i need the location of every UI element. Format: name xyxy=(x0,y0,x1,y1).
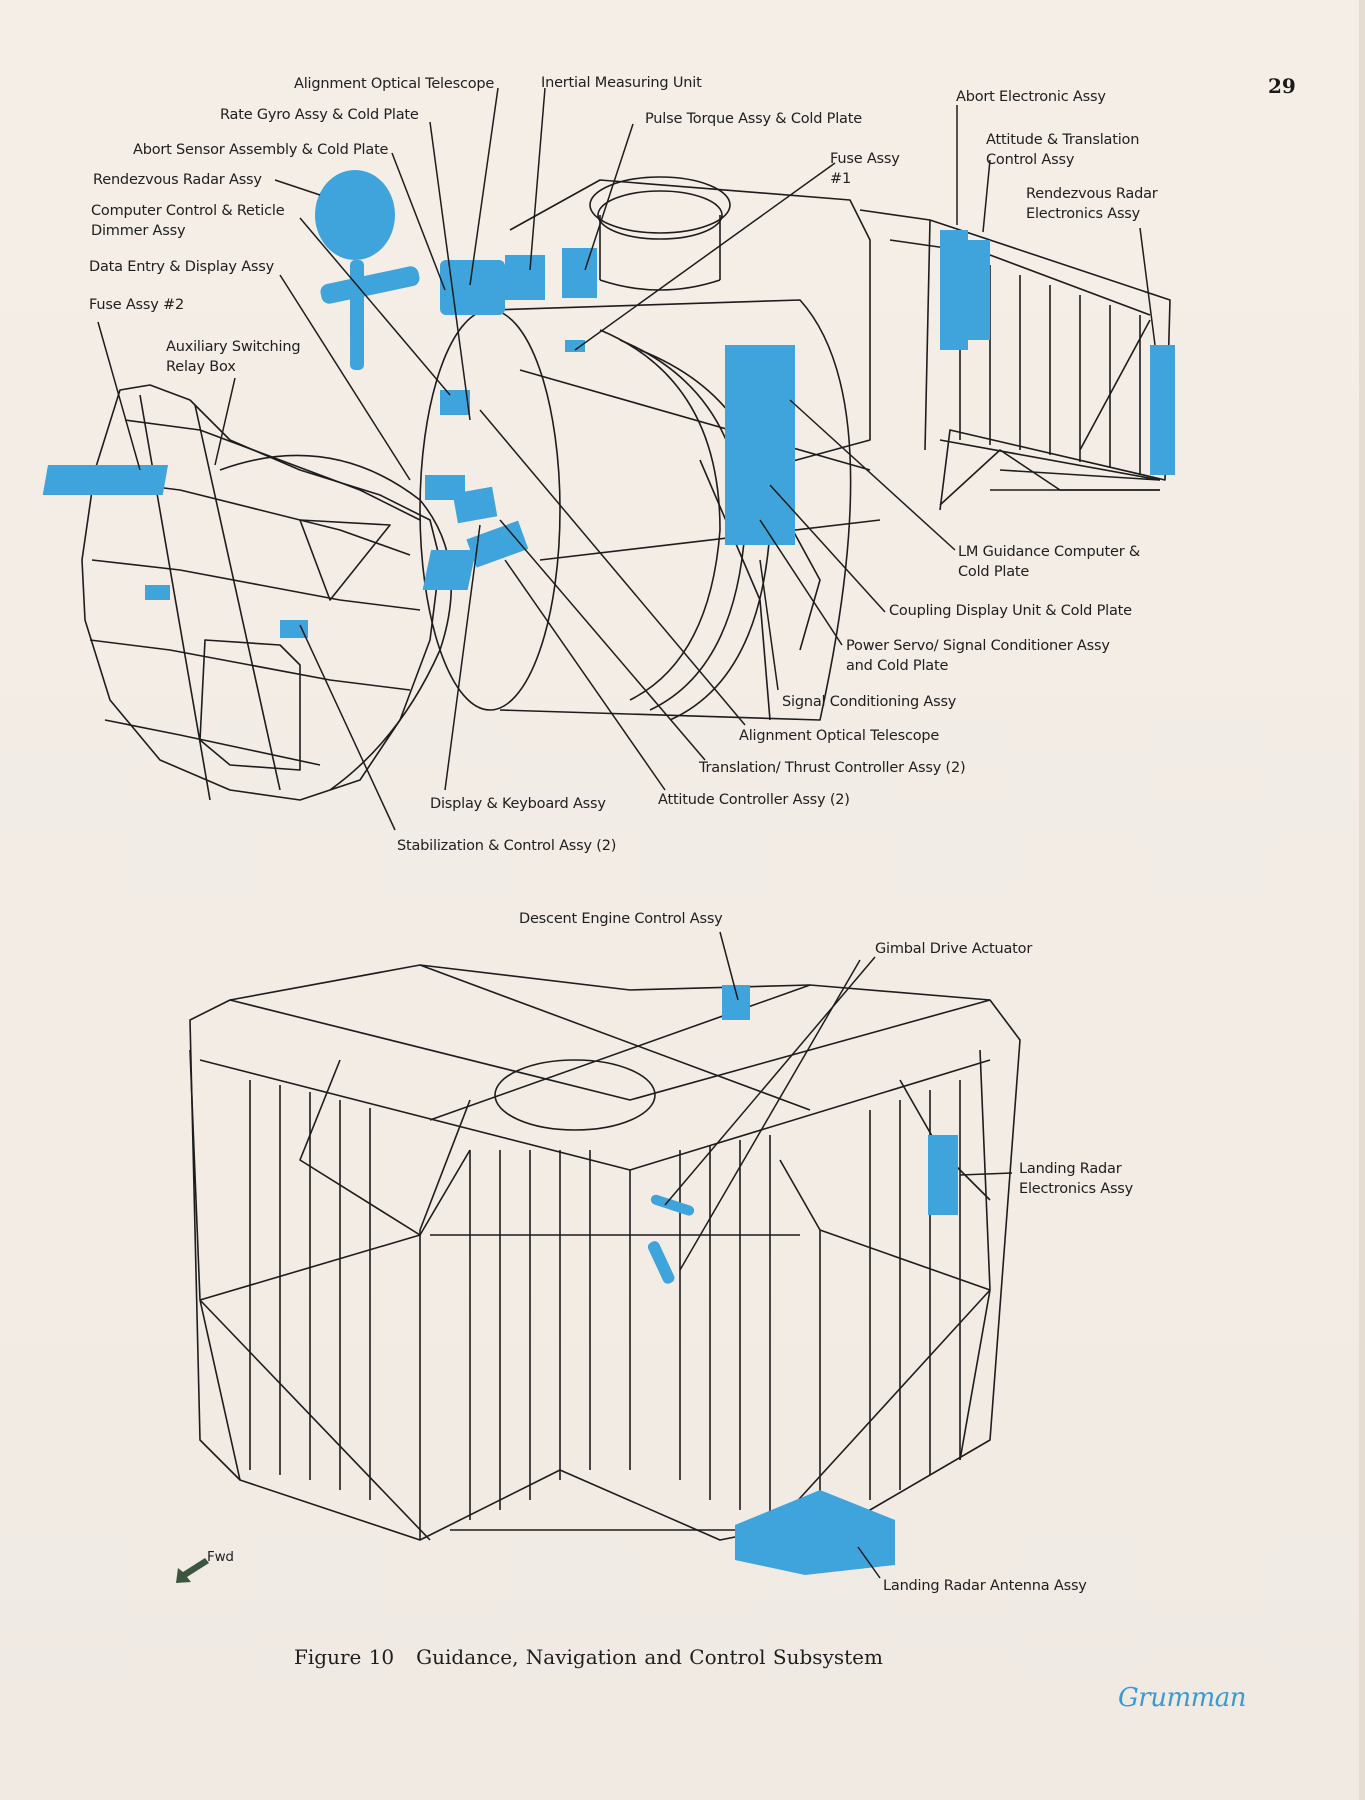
descent-stage-structure xyxy=(189,964,1021,1541)
imu-housing xyxy=(440,260,505,315)
label-aux-switching: Auxiliary Switching Relay Box xyxy=(166,339,301,375)
label-computer-control: Computer Control & Reticle Dimmer Assy xyxy=(91,203,285,239)
label-stabilization-control: Stabilization & Control Assy (2) xyxy=(397,838,617,854)
descent-stage-components xyxy=(647,985,958,1575)
label-lm-guidance-computer: LM Guidance Computer & Cold Plate xyxy=(958,544,1141,580)
page-number: 29 xyxy=(1268,74,1296,98)
rr-electronics-box xyxy=(1150,345,1175,475)
label-power-servo: Power Servo/ Signal Conditioner Assy and… xyxy=(846,638,1110,674)
label-abort-electronic: Abort Electronic Assy xyxy=(956,89,1106,105)
label-landing-radar-electronics: Landing Radar Electronics Assy xyxy=(1019,1161,1134,1197)
gimbal-actuator-1 xyxy=(650,1194,695,1216)
logo-text: Grumman xyxy=(1118,1683,1247,1713)
label-attitude-controller: Attitude Controller Assy (2) xyxy=(658,792,850,808)
figure-caption: Figure 10 Guidance, Navigation and Contro… xyxy=(294,1645,883,1669)
label-alignment-optical-telescope: Alignment Optical Telescope xyxy=(294,76,495,92)
pulse-torque-box xyxy=(562,248,597,298)
fwd-label: Fwd xyxy=(207,1549,234,1565)
gimbal-actuator-2 xyxy=(647,1241,675,1284)
label-abort-sensor: Abort Sensor Assembly & Cold Plate xyxy=(133,142,389,158)
ascent-leader-lines xyxy=(97,87,1156,831)
figure-title: Guidance, Navigation and Control Subsyst… xyxy=(416,1645,883,1669)
label-pulse-torque: Pulse Torque Assy & Cold Plate xyxy=(645,111,862,127)
landing-radar-electronics-box xyxy=(928,1135,958,1215)
label-inertial-measuring-unit: Inertial Measuring Unit xyxy=(541,75,702,91)
label-rendezvous-radar: Rendezvous Radar Assy xyxy=(93,172,262,188)
label-data-entry: Data Entry & Display Assy xyxy=(89,259,275,275)
label-fuse-assy-2: Fuse Assy #2 xyxy=(89,297,185,313)
label-fuse-assy-1: Fuse Assy #1 xyxy=(830,151,900,187)
label-coupling-display: Coupling Display Unit & Cold Plate xyxy=(889,603,1132,619)
label-signal-conditioning: Signal Conditioning Assy xyxy=(782,694,957,710)
landing-radar-antenna-box xyxy=(735,1490,895,1575)
ascent-stage-components xyxy=(42,170,1175,638)
label-descent-engine-control: Descent Engine Control Assy xyxy=(519,911,723,927)
label-attitude-translation: Attitude & Translation Control Assy xyxy=(986,132,1140,168)
grumman-logo: Grumman xyxy=(1118,1683,1247,1713)
forward-arrow-icon xyxy=(176,1558,209,1583)
rendezvous-radar-dish xyxy=(315,170,395,260)
label-translation-thrust: Translation/ Thrust Controller Assy (2) xyxy=(699,760,966,776)
descent-leader-lines xyxy=(664,931,1013,1579)
aux-switching-box xyxy=(42,465,169,495)
abort-electronic-box xyxy=(940,230,968,350)
figure-number: Figure 10 xyxy=(294,1645,395,1669)
page-edge xyxy=(1359,0,1365,1800)
label-display-keyboard: Display & Keyboard Assy xyxy=(430,796,606,812)
label-landing-radar-antenna: Landing Radar Antenna Assy xyxy=(883,1578,1087,1594)
label-rate-gyro: Rate Gyro Assy & Cold Plate xyxy=(220,107,419,123)
label-alignment-optical-telescope-lower: Alignment Optical Telescope xyxy=(739,728,940,744)
label-gimbal-drive: Gimbal Drive Actuator xyxy=(875,941,1033,957)
label-rr-electronics: Rendezvous Radar Electronics Assy xyxy=(1026,186,1158,222)
